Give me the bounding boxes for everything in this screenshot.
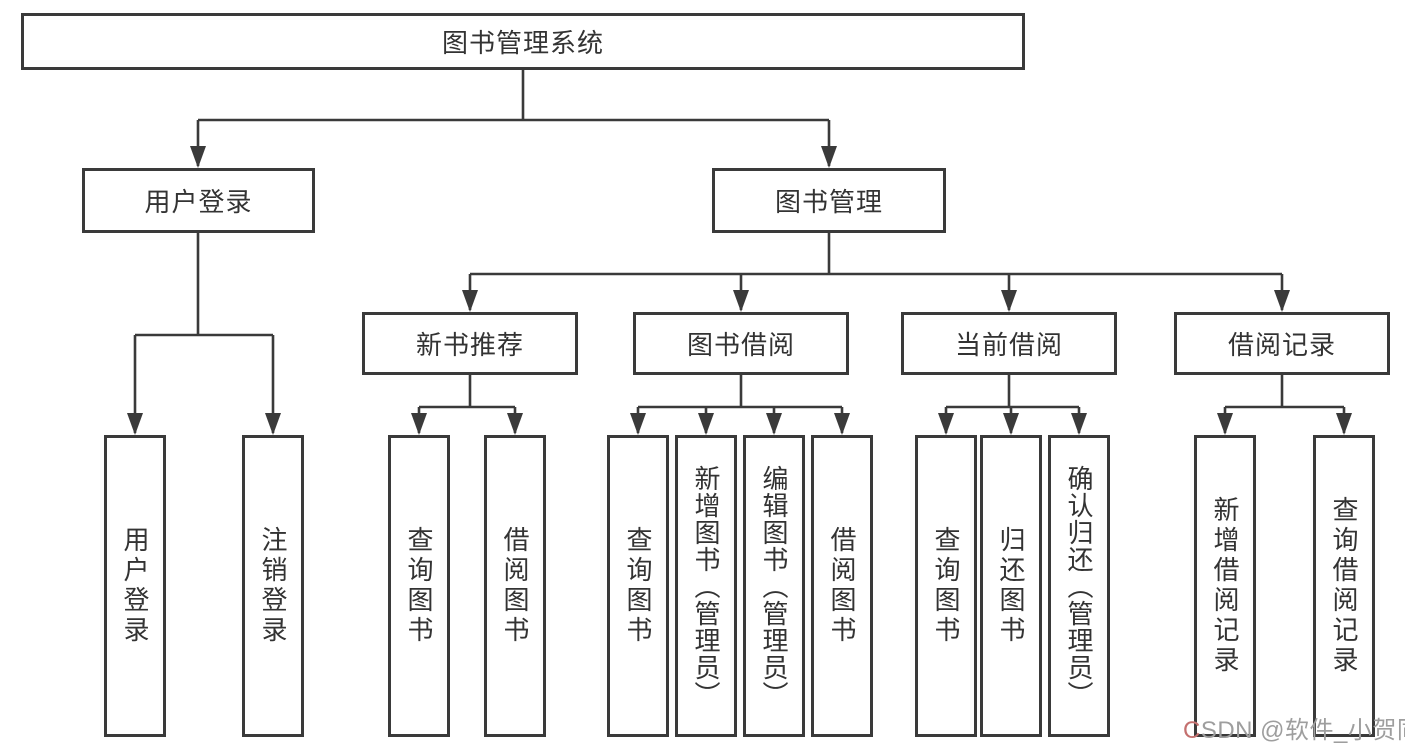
arrowheads [127,146,1352,435]
leaf-add-borrow-record: 新增借阅记录 [1194,435,1256,737]
leaf-query-books-1: 查询图书 [388,435,450,737]
node-label: 查询图书 [623,526,653,646]
node-label: 归还图书 [996,526,1026,646]
csdn-watermark: CSDN @软件_小贺同学 [1183,717,1405,744]
node-label: 查询图书 [931,526,961,646]
node-label: 编辑图书（管理员） [759,464,789,708]
connector-bookmgmt-to-level3 [468,233,1284,310]
node-label: 图书借阅 [686,330,795,360]
node-book-borrowing: 图书借阅 [633,312,849,375]
leaf-add-books-admin: 新增图书（管理员） [675,435,737,737]
node-label: 用户登录 [144,187,253,217]
leaf-borrow-books-2: 借阅图书 [811,435,873,737]
node-root-library-management-system: 图书管理系统 [21,13,1025,70]
leaf-logout: 注销登录 [242,435,304,737]
node-book-management: 图书管理 [712,168,946,233]
connector-root-to-level2 [196,70,831,166]
leaf-user-login: 用户登录 [104,435,166,737]
node-label: 借阅图书 [500,526,530,646]
node-label: 用户登录 [120,526,150,646]
leaf-confirm-return-admin: 确认归还（管理员） [1048,435,1110,737]
node-current-borrowing: 当前借阅 [901,312,1117,375]
connector-borrowrecords-to-children [1223,375,1346,433]
node-new-book-recommendation: 新书推荐 [362,312,578,375]
node-label: 图书管理系统 [441,28,604,58]
node-label: 查询借阅记录 [1329,496,1359,676]
node-label: 借阅记录 [1227,330,1336,360]
connector-userlogin-to-children [133,233,275,433]
node-label: 当前借阅 [954,330,1063,360]
node-label: 图书管理 [774,187,883,217]
leaf-query-books-2: 查询图书 [607,435,669,737]
node-borrowing-records: 借阅记录 [1174,312,1390,375]
leaf-query-borrow-record: 查询借阅记录 [1313,435,1375,737]
leaf-borrow-books-1: 借阅图书 [484,435,546,737]
leaf-query-books-3: 查询图书 [915,435,977,737]
node-label: 确认归还（管理员） [1064,464,1094,708]
node-label: 查询图书 [404,526,434,646]
node-label: 借阅图书 [827,526,857,646]
node-label: 新增图书（管理员） [691,464,721,708]
node-label: 新增借阅记录 [1210,496,1240,676]
leaf-return-books: 归还图书 [980,435,1042,737]
node-user-login: 用户登录 [82,168,315,233]
node-label: 新书推荐 [415,330,524,360]
connector-newbookrec-to-children [417,375,517,433]
connector-bookborrow-to-children [636,375,844,433]
leaf-edit-books-admin: 编辑图书（管理员） [743,435,805,737]
node-label: 注销登录 [258,526,288,646]
